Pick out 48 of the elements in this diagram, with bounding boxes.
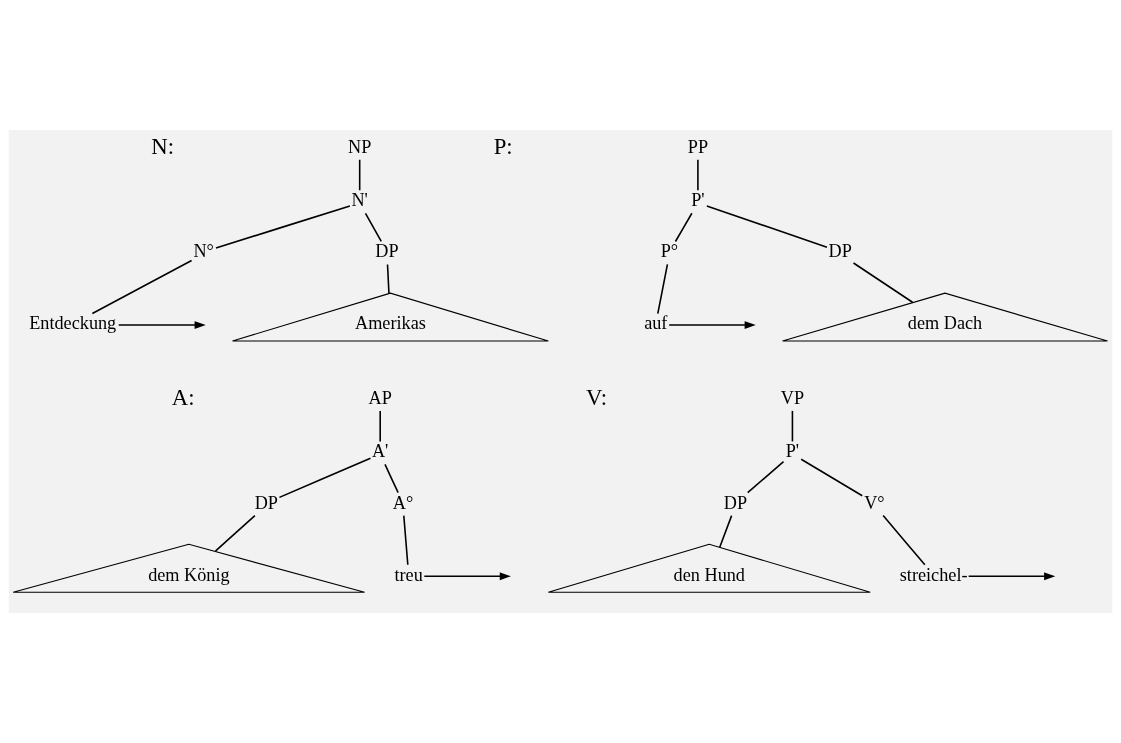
connector	[91, 259, 193, 315]
node-text: A°	[392, 492, 414, 513]
label: V:	[586, 385, 608, 411]
node-text: A'	[371, 441, 389, 462]
node-text: N°	[193, 241, 214, 262]
connector	[697, 158, 699, 192]
connector	[852, 262, 914, 304]
node-text: VP	[780, 387, 805, 408]
connector	[278, 457, 372, 499]
connector	[214, 514, 256, 552]
node-text: P'	[785, 441, 800, 462]
connector	[379, 410, 381, 443]
connector	[791, 410, 794, 443]
connector	[657, 263, 669, 315]
arrow	[967, 572, 1056, 581]
node-text: N'	[351, 190, 368, 211]
connector	[800, 458, 864, 497]
node-text: NP	[348, 136, 372, 157]
connector	[364, 212, 383, 243]
arrow	[117, 321, 206, 329]
connector	[718, 514, 733, 549]
node-text: DP	[828, 241, 852, 262]
node-text: DP	[723, 492, 748, 513]
connector	[674, 212, 693, 243]
connector	[706, 205, 828, 249]
node-text: auf	[644, 313, 668, 334]
node-text: streichel-	[899, 564, 968, 585]
connector	[358, 158, 361, 192]
node-text: PP	[687, 136, 709, 157]
node-text: V°	[864, 492, 885, 513]
node-text: P°	[660, 241, 679, 262]
arrow	[423, 572, 511, 581]
connector	[403, 514, 409, 566]
node-text: DP	[254, 492, 278, 513]
connector	[746, 460, 785, 494]
connector	[215, 205, 351, 249]
node-text: P'	[691, 190, 705, 211]
connector	[384, 463, 399, 494]
node-text: DP	[375, 241, 399, 262]
label: N:	[151, 133, 175, 159]
label: A:	[171, 385, 195, 411]
connector	[882, 514, 926, 566]
node-text: Entdeckung	[29, 313, 117, 334]
label: P:	[493, 133, 513, 159]
connector	[386, 263, 390, 295]
arrow	[668, 321, 756, 329]
node-text: treu	[394, 564, 423, 585]
node-text: AP	[368, 387, 392, 408]
